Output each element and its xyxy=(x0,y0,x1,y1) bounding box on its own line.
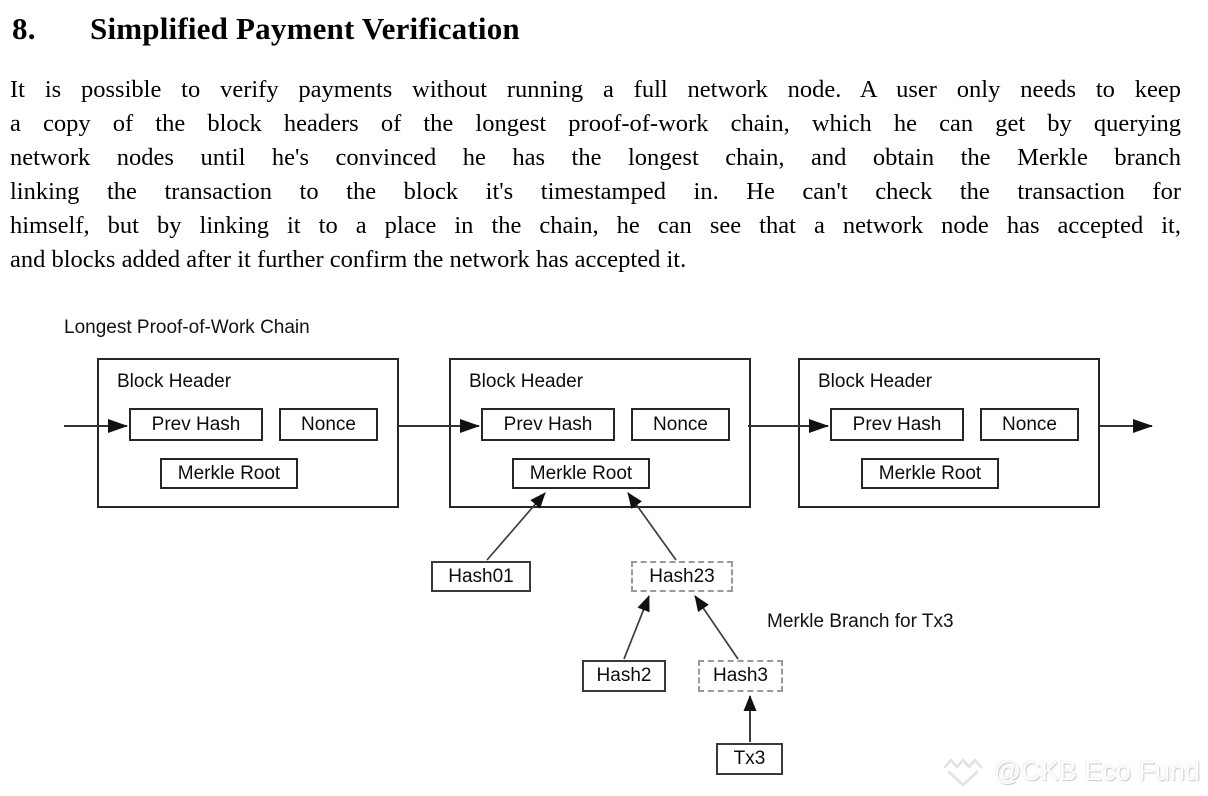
section-heading: 8. Simplified Payment Verification xyxy=(12,11,520,47)
merkle-root-box: Merkle Root xyxy=(512,458,650,489)
section-number: 8. xyxy=(12,11,36,46)
hash3-box: Hash3 xyxy=(698,660,783,692)
nonce-box: Nonce xyxy=(279,408,378,441)
section-title: Simplified Payment Verification xyxy=(90,11,520,46)
tx3-box: Tx3 xyxy=(716,743,783,775)
block-header-box-2: Block Header Prev Hash Nonce Merkle Root xyxy=(449,358,751,508)
hash23-box: Hash23 xyxy=(631,561,733,592)
hash01-box: Hash01 xyxy=(431,561,531,592)
ckb-diamond-icon xyxy=(943,758,983,787)
block-header-box-1: Block Header Prev Hash Nonce Merkle Root xyxy=(97,358,399,508)
block-header-label: Block Header xyxy=(818,371,933,392)
block-header-label: Block Header xyxy=(469,371,584,392)
merkle-root-box: Merkle Root xyxy=(861,458,999,489)
merkle-branch-label: Merkle Branch for Tx3 xyxy=(767,611,954,632)
paragraph-line: network nodes until he's convinced he ha… xyxy=(10,144,1181,171)
body-paragraph: It is possible to verify payments withou… xyxy=(10,73,1181,277)
arrow-hash2-to-hash23 xyxy=(623,595,650,660)
prev-hash-box: Prev Hash xyxy=(830,408,964,441)
paragraph-line: linking the transaction to the block it'… xyxy=(10,178,1181,205)
hash2-box: Hash2 xyxy=(582,660,666,692)
merkle-root-box: Merkle Root xyxy=(160,458,298,489)
watermark-text: @CKB Eco Fund xyxy=(994,755,1200,786)
nonce-box: Nonce xyxy=(980,408,1079,441)
paragraph-line: a copy of the block headers of the longe… xyxy=(10,110,1181,137)
paragraph-line: and blocks added after it further confir… xyxy=(10,246,687,273)
paragraph-line: It is possible to verify payments withou… xyxy=(10,76,1181,103)
prev-hash-box: Prev Hash xyxy=(129,408,263,441)
arrow-hash3-to-hash23 xyxy=(694,595,739,660)
block-header-box-3: Block Header Prev Hash Nonce Merkle Root xyxy=(798,358,1100,508)
paragraph-line: himself, but by linking it to a place in… xyxy=(10,212,1181,239)
nonce-box: Nonce xyxy=(631,408,730,441)
block-header-label: Block Header xyxy=(117,371,232,392)
prev-hash-box: Prev Hash xyxy=(481,408,615,441)
longest-chain-label: Longest Proof-of-Work Chain xyxy=(64,317,310,338)
watermark: @CKB Eco Fund xyxy=(940,752,1200,790)
